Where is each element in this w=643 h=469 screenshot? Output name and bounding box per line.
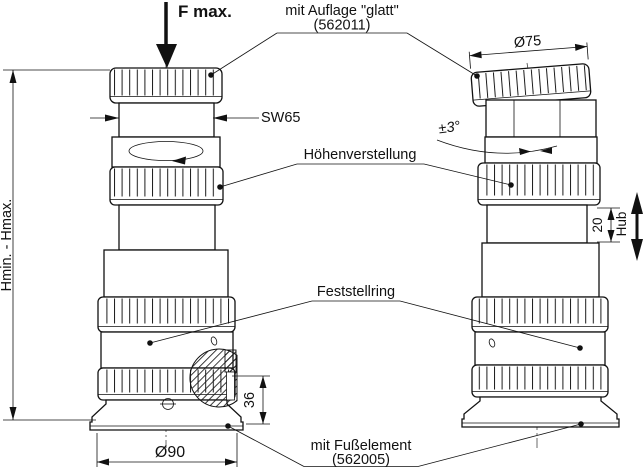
hub-text: Hub	[614, 212, 629, 237]
angle-label: ±3°	[438, 119, 462, 138]
force-arrow-icon	[156, 44, 177, 68]
pin-hole	[488, 338, 496, 348]
left-cap	[109, 67, 223, 104]
dim36-label: 36	[242, 392, 258, 408]
right-base	[461, 396, 620, 428]
dim-36: 36	[232, 375, 270, 425]
sw65-label: SW65	[261, 110, 301, 126]
left-foot	[89, 60, 244, 448]
f-max-force: F max.	[156, 2, 232, 68]
stroke-movement-arrow-icon	[631, 192, 643, 261]
left-body	[103, 249, 229, 298]
right-height-ring	[477, 162, 601, 206]
left-spindle	[118, 204, 216, 251]
label-hoehenverstellung: Höhenverstellung	[219, 147, 512, 188]
label-feststellring: Feststellring	[149, 284, 581, 349]
right-foot: Ø75	[461, 33, 620, 448]
left-hex-section	[118, 102, 215, 138]
right-knurl-lower	[471, 364, 609, 398]
leader-dot	[208, 72, 214, 78]
left-knurl-upper	[97, 296, 236, 333]
f-max-label: F max.	[178, 2, 232, 21]
left-height-ring	[109, 166, 224, 206]
fusselement-text: mit Fußelement	[311, 438, 412, 454]
left-rotation-collar	[111, 136, 221, 168]
fusselement-number: (562005)	[332, 452, 390, 468]
d90-label: Ø90	[155, 444, 185, 461]
label-fusselement: mit Fußelement (562005)	[225, 421, 584, 468]
hmin-hmax-label: Hmin. - Hmax.	[0, 199, 15, 292]
left-base	[89, 398, 244, 431]
leader-dot	[578, 421, 584, 427]
dim-hub: 20 Hub	[590, 207, 629, 243]
right-spindle	[486, 204, 588, 244]
dim-sw65: SW65	[90, 110, 301, 126]
auflage-number: (562011)	[314, 18, 371, 34]
dim-d75: Ø75	[468, 33, 589, 69]
hub-value: 20	[590, 217, 605, 232]
d75-label: Ø75	[513, 33, 542, 51]
angle-dimension: ±3°	[436, 119, 558, 155]
ball-section-detail	[189, 348, 238, 408]
right-lock-ring	[474, 331, 606, 366]
right-hex-section	[485, 99, 597, 138]
leader-dot	[225, 423, 231, 429]
rotation-arrow-icon	[128, 141, 204, 161]
hoehenverstellung-text: Höhenverstellung	[304, 147, 417, 163]
auflage-text: mit Auflage "glatt"	[285, 3, 398, 19]
pin-hole	[210, 336, 218, 346]
dim-d90: Ø90	[96, 433, 238, 467]
right-body	[481, 242, 600, 298]
right-knurl-upper	[471, 296, 609, 333]
clamp-screw	[226, 371, 235, 401]
leader-dot	[474, 73, 480, 79]
right-cap-tilted: Ø75	[468, 33, 592, 107]
label-auflage: mit Auflage "glatt" (562011)	[208, 3, 480, 79]
feststellring-text: Feststellring	[317, 284, 395, 300]
dim-hmin-hmax: Hmin. - Hmax.	[0, 69, 110, 421]
